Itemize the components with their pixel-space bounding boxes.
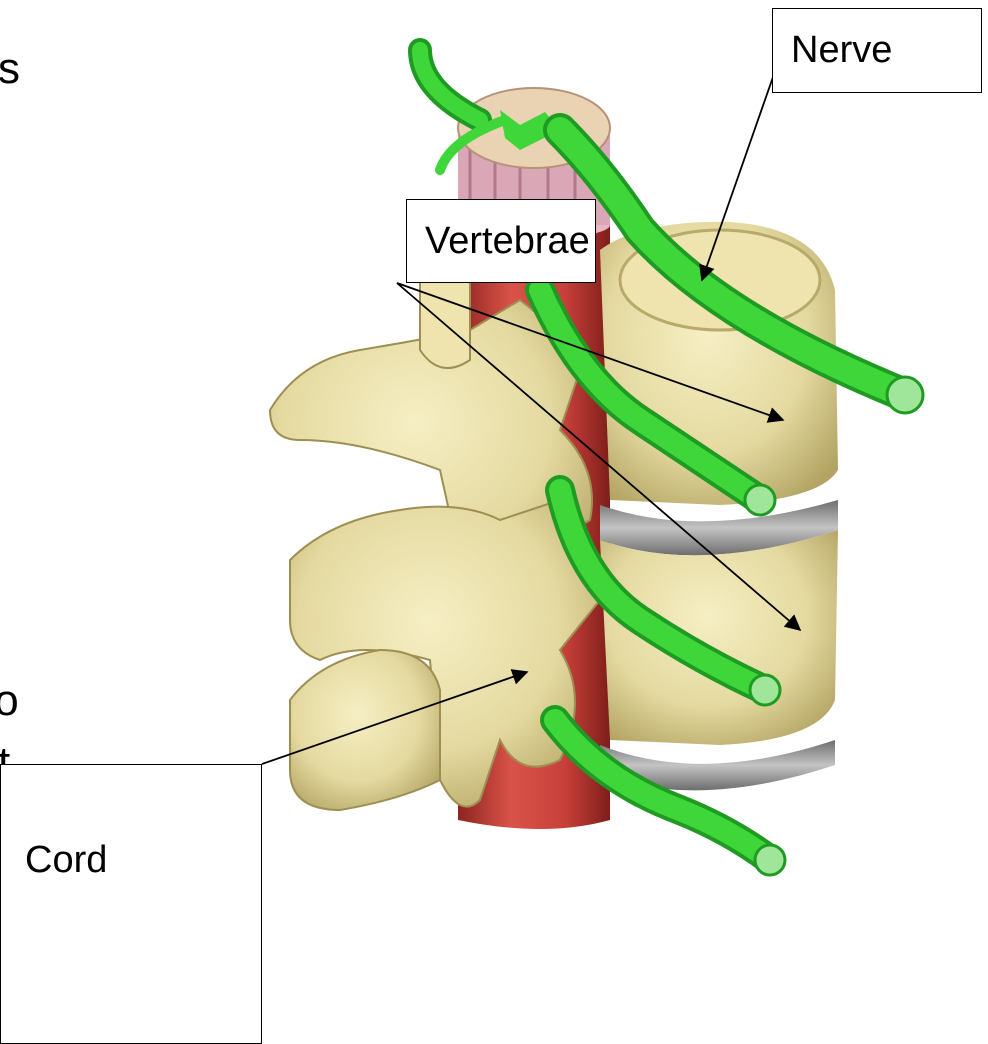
vertebrae-label: Vertebrae <box>406 199 596 283</box>
cord-label: Cord <box>0 764 262 1044</box>
nerve-label: Nerve <box>772 8 982 93</box>
